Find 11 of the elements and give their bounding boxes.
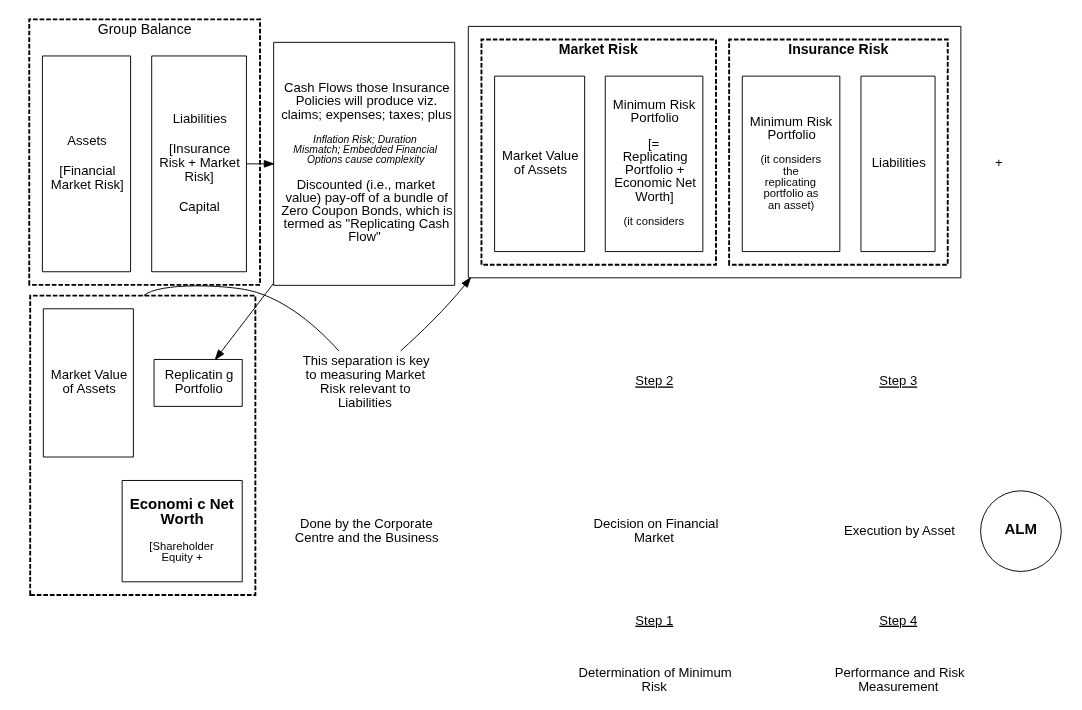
label: Performance and Risk Measurement <box>834 664 965 694</box>
label: Execution by Asset <box>843 522 955 538</box>
label: Done by the Corporate Centre and the Business <box>294 515 438 545</box>
label: + <box>994 155 1003 171</box>
label: Determination of Minimum Risk <box>578 664 732 694</box>
node-text: This separation is key to measuring Market Risk relevant to Liabilities <box>302 353 430 411</box>
label: Step 3 <box>878 373 917 389</box>
label: Decision on Financial Market <box>593 515 718 545</box>
label: Step 1 <box>634 612 673 628</box>
label: Step 2 <box>634 373 673 389</box>
label: Step 4 <box>878 612 917 628</box>
